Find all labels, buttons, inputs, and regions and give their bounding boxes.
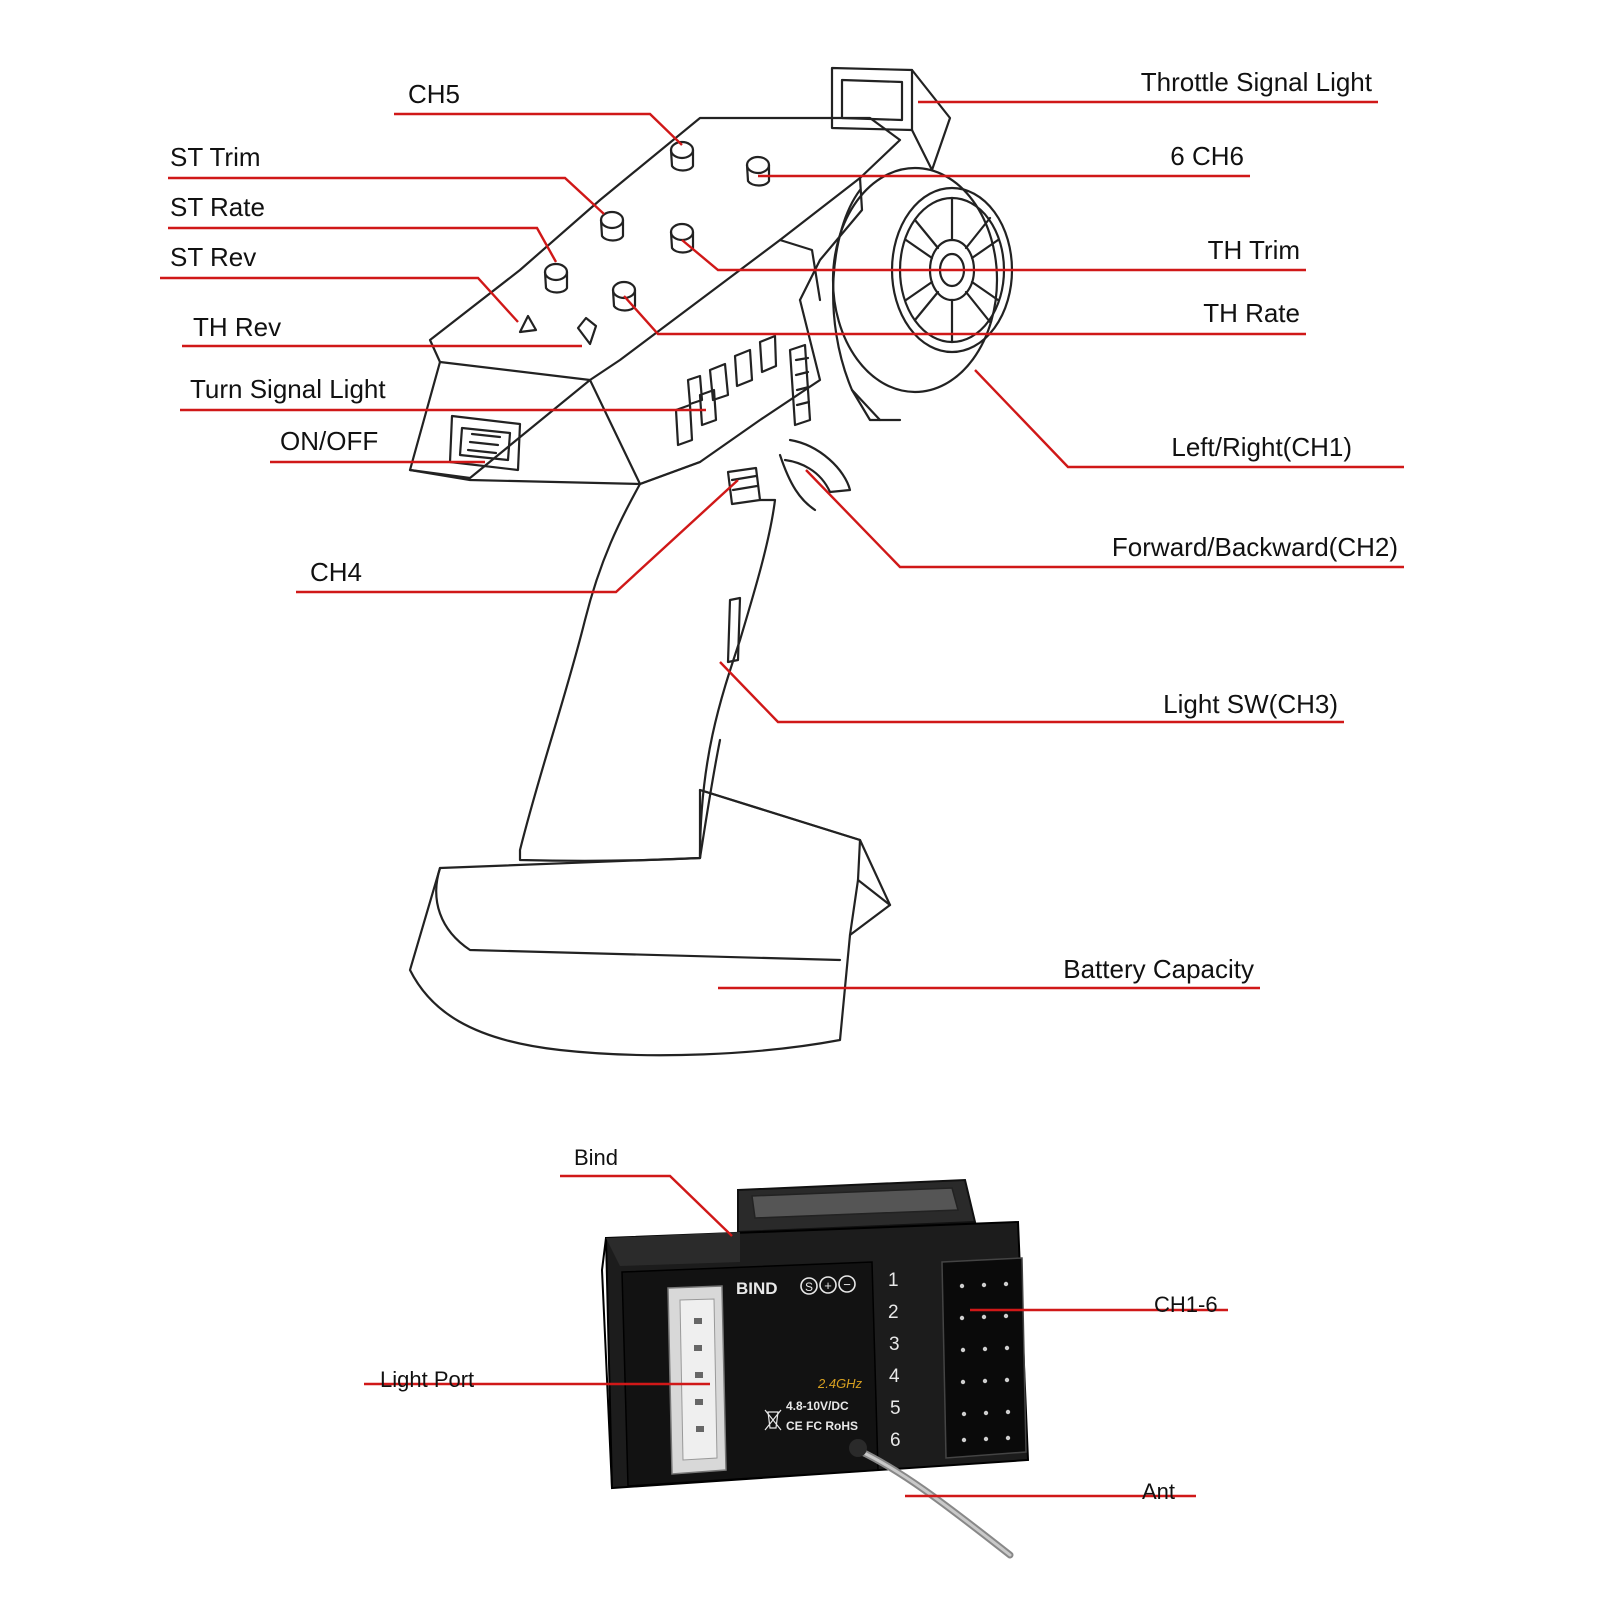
channel-number-3: 3 [889,1334,900,1355]
channel-number-2: 2 [888,1302,899,1323]
polarity-plus-icon: + [824,1278,832,1293]
label-battery-capacity: Battery Capacity [1063,954,1254,984]
bind-face-text: BIND [736,1279,778,1298]
label-ch6: 6 CH6 [1170,141,1244,171]
voltage-text: 4.8-10V/DC [786,1399,849,1413]
leader-st-trim [168,176,605,215]
polarity-minus-icon: − [843,1277,851,1292]
leader-st-rev [160,276,519,323]
polarity-s-icon: S [805,1280,813,1294]
label-throttle-signal-light: Throttle Signal Light [1140,67,1372,97]
label-ch4: CH4 [310,557,363,587]
label-st-trim: ST Trim [170,142,261,172]
transmitter-drawing [408,66,1014,1057]
cert-text: CE FC RoHS [786,1419,858,1433]
label-bind: Bind [574,1145,619,1170]
label-st-rate: ST Rate [170,192,265,222]
label-light-port: Light Port [380,1367,475,1392]
label-forward-backward: Forward/Backward(CH2) [1111,532,1398,562]
label-th-trim: TH Trim [1207,235,1300,265]
label-left-right: Left/Right(CH1) [1171,432,1352,462]
label-on-off: ON/OFF [280,426,379,456]
channel-number-5: 5 [890,1398,901,1419]
label-ant: Ant [1142,1479,1176,1504]
leader-light-sw [719,661,1344,724]
leader-lines [160,100,1404,1498]
channel-number-6: 6 [890,1430,901,1451]
leader-forward-backward [805,469,1404,569]
label-ch1-6: CH1-6 [1154,1292,1218,1317]
leader-th-trim [681,239,1306,272]
channel-number-1: 1 [888,1270,899,1291]
weee-bin-icon [764,1409,782,1431]
label-light-sw: Light SW(CH3) [1163,689,1338,719]
band-text: 2.4GHz [817,1376,863,1391]
label-th-rate: TH Rate [1203,298,1300,328]
label-ch5: CH5 [408,79,461,109]
receiver-drawing: BIND S + − 1 2 3 4 5 6 2.4GHz 4.8-10V/DC… [600,1178,1030,1559]
label-turn-signal-light: Turn Signal Light [190,374,386,404]
label-st-rev: ST Rev [170,242,257,272]
leader-th-rate [623,295,1306,336]
leader-st-rate [168,226,558,263]
leader-ch5 [394,112,683,146]
leader-ch4 [296,479,739,594]
leader-left-right [974,369,1404,469]
polarity-icons [800,1275,856,1295]
label-th-rev: TH Rev [193,312,282,342]
leader-bind [560,1174,733,1237]
channel-number-4: 4 [889,1366,900,1387]
